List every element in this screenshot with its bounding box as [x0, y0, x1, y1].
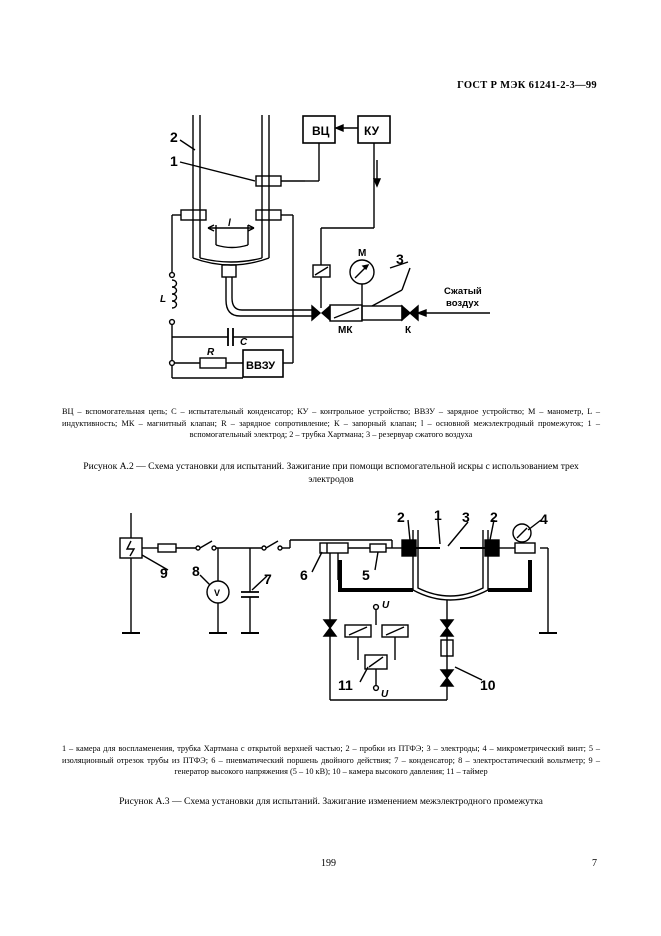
- label-gap: l: [228, 218, 231, 229]
- figure-a2-labels: ВЦ КУ ВВЗУ М МК К L C R l 1 2 3 Сжатый в…: [160, 124, 482, 372]
- label-a3-8: 8: [192, 563, 200, 579]
- ptfe-plug-right: [484, 539, 500, 557]
- label-a3-6: 6: [300, 567, 308, 583]
- label-a3-7: 7: [264, 571, 272, 587]
- label-1: 1: [170, 153, 178, 169]
- piston: [319, 542, 349, 554]
- manometer: [349, 259, 375, 285]
- label-a3-2b: 2: [490, 509, 498, 525]
- figure-a2-legend: ВЦ – вспомогательная цепь; С – испытател…: [62, 407, 600, 439]
- label-a3-4: 4: [540, 511, 548, 527]
- inductance: [171, 279, 178, 309]
- label-a3-10: 10: [480, 677, 496, 693]
- label-a3-1: 1: [434, 507, 442, 523]
- label-l: L: [160, 294, 166, 305]
- label-a3-volt: V: [214, 588, 220, 598]
- label-a3-2a: 2: [397, 509, 405, 525]
- label-vvzu: ВВЗУ: [246, 360, 275, 372]
- page-number-right: 7: [592, 858, 597, 869]
- figure-a3-caption: Рисунок А.3 — Схема установки для испыта…: [119, 796, 543, 807]
- label-mk: МК: [338, 325, 353, 336]
- label-a3-u-top: U: [382, 600, 390, 611]
- label-a3-9: 9: [160, 565, 168, 581]
- label-m: М: [358, 248, 366, 259]
- label-ku: КУ: [364, 124, 380, 138]
- label-3: 3: [396, 251, 404, 267]
- resistor-r: [199, 357, 227, 369]
- ptfe-plug-left: [401, 539, 417, 557]
- label-k: К: [405, 325, 412, 336]
- label-a3-3: 3: [462, 509, 470, 525]
- label-2: 2: [170, 129, 178, 145]
- label-vc: ВЦ: [312, 124, 330, 138]
- label-c: C: [240, 337, 248, 348]
- ptfe-segment: [369, 543, 387, 553]
- figure-a3-labels: 1 2 2 3 4 5 6 7 8 9 10 11 U U V: [160, 507, 548, 700]
- label-a3-11: 11: [338, 677, 353, 693]
- label-a3-5: 5: [362, 567, 370, 583]
- label-air-1: Сжатый: [444, 286, 482, 297]
- page-number-center: 199: [321, 858, 336, 869]
- figure-a2-diagram: [168, 115, 490, 379]
- figure-a3-legend: 1 – камера для воспламенения, трубка Хар…: [62, 744, 600, 776]
- hp-chamber: [440, 639, 454, 657]
- document-header: ГОСТ Р МЭК 61241-2-3—99: [457, 80, 597, 91]
- label-r: R: [207, 347, 215, 358]
- figure-a3-diagram: [119, 513, 557, 701]
- reservoir: [361, 305, 403, 321]
- figure-a2-caption: Рисунок А.2 — Схема установки для испыта…: [83, 461, 579, 485]
- micrometer-screw: [512, 523, 532, 543]
- label-a3-u-bottom: U: [381, 689, 389, 700]
- label-air-2: воздух: [446, 298, 480, 309]
